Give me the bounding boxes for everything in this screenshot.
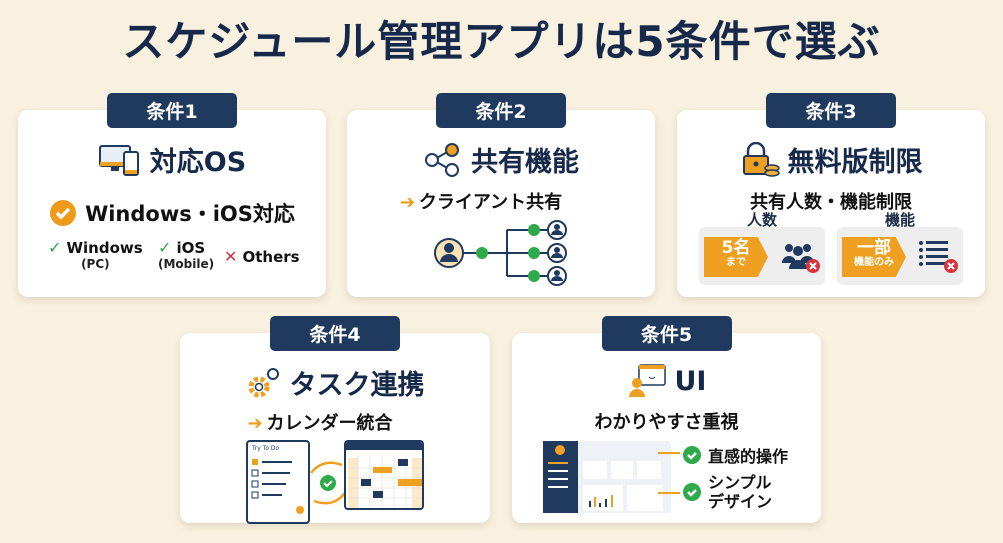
check-circle-icon — [50, 200, 77, 226]
check-icon: ✓ — [158, 238, 172, 257]
highlight: Windows・iOS対応 — [18, 198, 326, 228]
client-icons — [528, 220, 567, 286]
os-others: ✕ Others — [224, 247, 300, 266]
sync-icon — [310, 461, 346, 505]
limit-tag: 一部機能のみ — [842, 237, 906, 277]
card-share: 条件2 共有機能 ➔クライアント共有 — [347, 93, 655, 297]
check-circle-icon — [683, 483, 701, 502]
card-os: 条件1 対応OS Windows・iOS対応 ✓ Windows(PC) ✓ i… — [18, 93, 326, 297]
os-windows: ✓ Windows(PC) — [48, 238, 143, 271]
card-task-integration: 条件4 タスク連携 ➔カレンダー統合 Try To Do — [180, 316, 490, 524]
badge: 条件5 — [601, 316, 732, 351]
os-ios: ✓ iOS(Mobile) — [158, 238, 215, 271]
pointer-line — [658, 452, 680, 454]
card-heading: 無料版制限 — [677, 140, 985, 179]
calendar — [344, 440, 424, 510]
subheading: わかりやすさ重視 — [594, 412, 739, 433]
panel-features: 機能 一部機能のみ — [837, 211, 963, 285]
card-heading: 共有機能 — [347, 140, 655, 179]
owner-avatar-icon — [434, 238, 464, 268]
panel-people: 人数 5名まで — [699, 211, 825, 285]
calendar-grid — [348, 456, 422, 508]
check-icon — [476, 247, 488, 259]
share-icon — [425, 142, 459, 177]
check-icon: ✓ — [48, 238, 62, 257]
dashboard-illustration — [543, 441, 671, 513]
share-diagram — [434, 220, 567, 286]
card-free-limit: 条件3 無料版制限 共有人数・機能制限 人数 5名まで 機能 一部機能のみ — [677, 93, 985, 297]
arrow-icon: ➔ — [399, 192, 415, 213]
arrow-icon: ➔ — [247, 413, 263, 434]
card-ui: 条件5 UI わかりやすさ重視 直感的操作 シンプルデザイン — [512, 316, 821, 523]
gears-icon — [248, 367, 279, 397]
limit-tag: 5名まで — [704, 237, 768, 277]
badge: 条件3 — [766, 93, 896, 128]
user-ui-icon — [628, 364, 666, 397]
subheading: ➔クライアント共有 — [399, 192, 563, 213]
lock-coins-icon — [742, 141, 780, 177]
card-heading: タスク連携 — [180, 363, 490, 402]
cross-icon: ✕ — [224, 247, 238, 266]
users-blocked-icon — [782, 244, 820, 273]
badge: 条件2 — [436, 93, 566, 128]
point-simple-design: シンプルデザイン — [658, 473, 772, 511]
card-heading: 対応OS — [18, 140, 326, 179]
todo-list: Try To Do — [246, 440, 310, 524]
pointer-line — [658, 492, 680, 494]
card-heading: UI — [512, 363, 821, 399]
devices-icon — [98, 144, 139, 176]
check-circle-icon — [683, 446, 701, 464]
subheading: 共有人数・機能制限 — [750, 192, 912, 213]
subheading: ➔カレンダー統合 — [247, 413, 393, 434]
list-blocked-icon — [919, 241, 958, 273]
point-intuitive: 直感的操作 — [658, 443, 788, 467]
badge: 条件4 — [270, 316, 400, 351]
todo-items — [251, 459, 304, 514]
page-title: スケジュール管理アプリは5条件で選ぶ — [122, 17, 881, 66]
badge: 条件1 — [107, 93, 237, 128]
